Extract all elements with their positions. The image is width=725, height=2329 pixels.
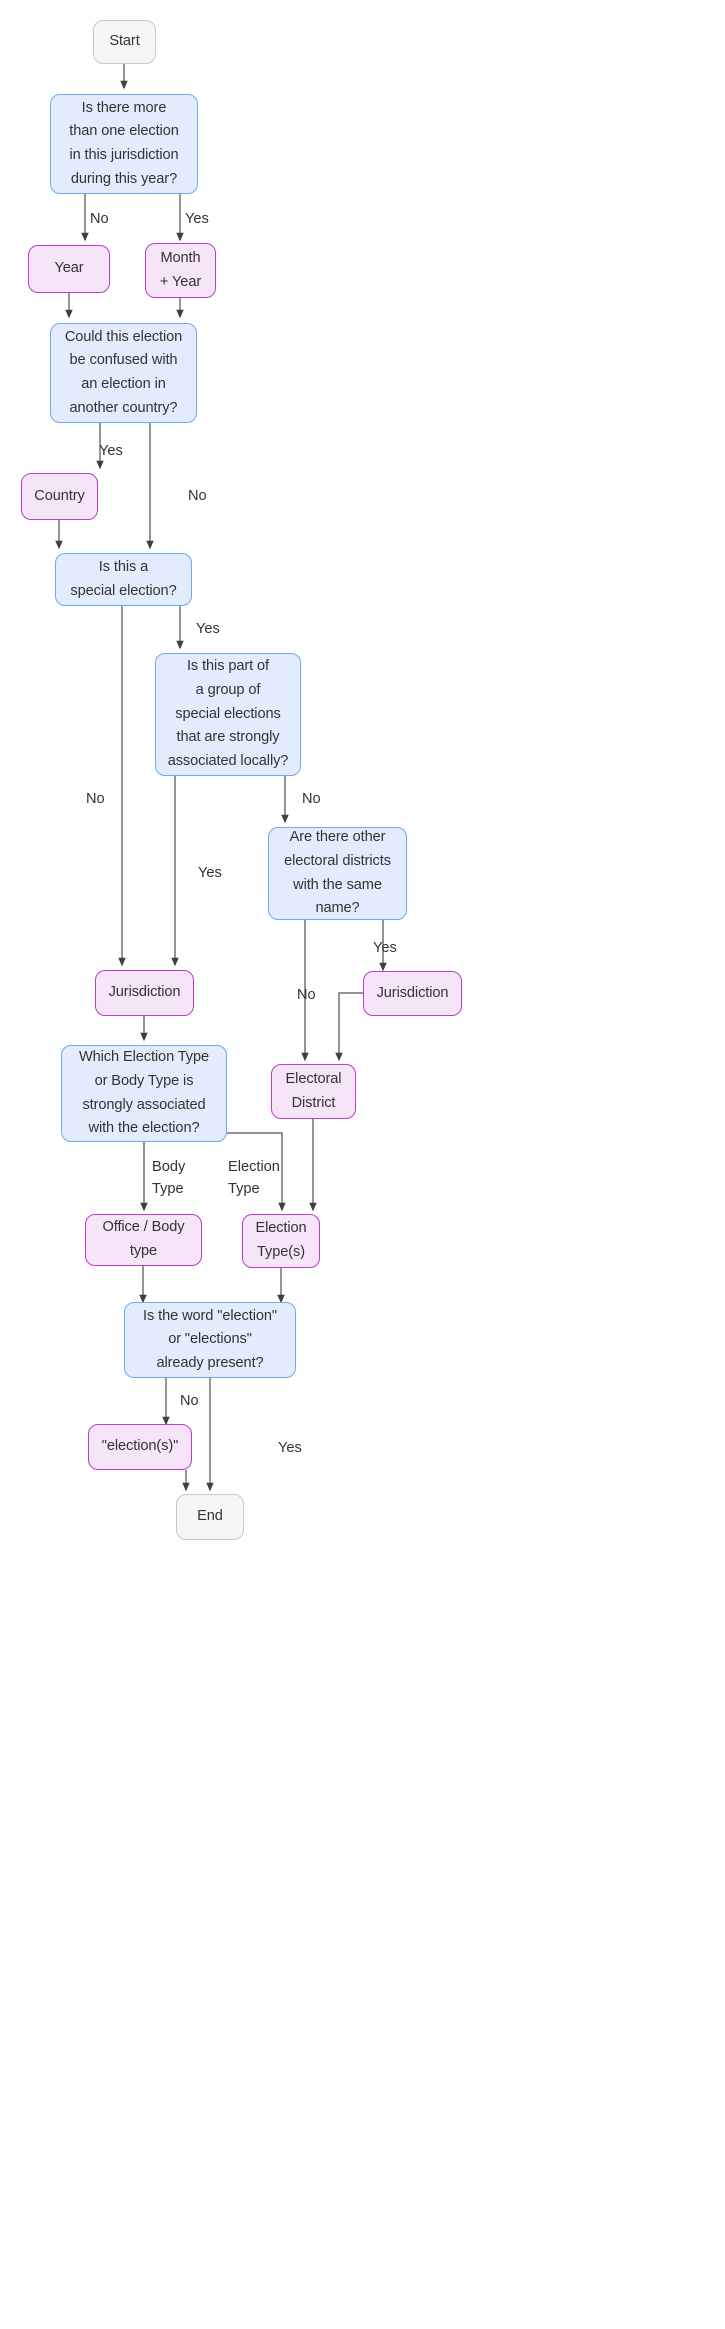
node-question-special-election[interactable]: Is this a special election? [55, 553, 192, 606]
node-end[interactable]: End [176, 1494, 244, 1540]
node-question-other-districts-same-name[interactable]: Are there other electoral districts with… [268, 827, 407, 920]
node-question-confused-country[interactable]: Could this election be confused with an … [50, 323, 197, 423]
edge-label-body-type: Body Type [152, 1159, 186, 1197]
node-output-elections-word[interactable]: "election(s)" [88, 1424, 192, 1470]
edge-label-yes-word: Yes [278, 1440, 302, 1456]
edge-label-yes-special: Yes [196, 621, 220, 637]
edge-label-no-multiple: No [90, 211, 109, 227]
node-output-year[interactable]: Year [28, 245, 110, 293]
edge-label-no-confused: No [188, 488, 207, 504]
edge-label-no-districts: No [297, 987, 316, 1003]
node-question-word-election-present[interactable]: Is the word "election" or "elections" al… [124, 1302, 296, 1378]
edge-label-election-type: Election Type [228, 1159, 280, 1197]
edge-label-yes-confused: Yes [99, 443, 123, 459]
node-question-group-special-elections[interactable]: Is this part of a group of special elect… [155, 653, 301, 776]
node-output-electoral-district[interactable]: Electoral District [271, 1064, 356, 1119]
edge-label-no-group: No [302, 791, 321, 807]
edge-label-yes-districts: Yes [373, 940, 397, 956]
edge-label-no-special: No [86, 791, 105, 807]
node-start[interactable]: Start [93, 20, 156, 64]
node-output-election-types[interactable]: Election Type(s) [242, 1214, 320, 1268]
edge-label-yes-multiple: Yes [185, 211, 209, 227]
node-question-multiple-elections[interactable]: Is there more than one election in this … [50, 94, 198, 194]
node-output-office-body-type[interactable]: Office / Body type [85, 1214, 202, 1266]
node-output-month-year[interactable]: Month + Year [145, 243, 216, 298]
node-output-country[interactable]: Country [21, 473, 98, 520]
node-question-which-election-or-body-type[interactable]: Which Election Type or Body Type is stro… [61, 1045, 227, 1142]
node-output-jurisdiction-left[interactable]: Jurisdiction [95, 970, 194, 1016]
edge-label-no-word: No [180, 1393, 199, 1409]
node-output-jurisdiction-right[interactable]: Jurisdiction [363, 971, 462, 1016]
edge-label-yes-group: Yes [198, 865, 222, 881]
